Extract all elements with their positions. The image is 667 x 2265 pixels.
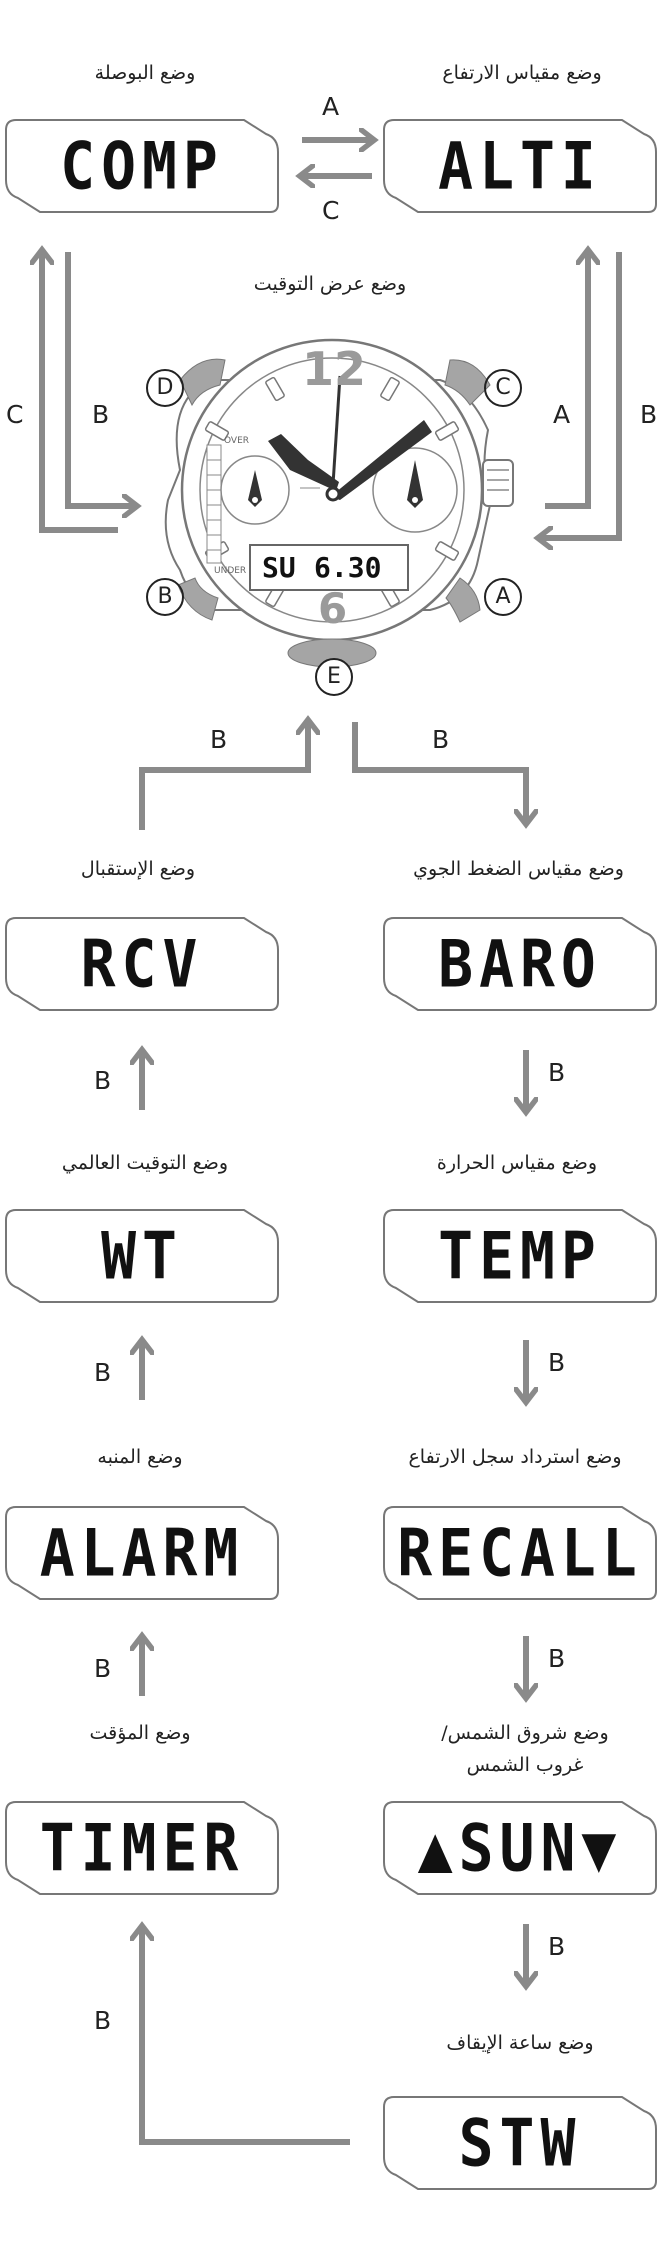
watch-button-b-shape	[177, 577, 219, 621]
stw-lcd-text: STW	[458, 2104, 582, 2182]
key-b-timer-alarm: B	[94, 1654, 112, 1683]
stw-lcd: STW	[382, 2095, 658, 2191]
timekeeping-mode-label: وضع عرض التوقيت	[253, 273, 407, 295]
comp-to-watch-arrow	[65, 252, 135, 506]
watch-lcd-window	[249, 544, 409, 591]
key-b-temp-recall: B	[548, 1348, 566, 1377]
watch-lcd-date: 6.30	[314, 551, 382, 584]
watch-button-d-label: D	[146, 369, 184, 407]
rcv-to-watch-arrow	[139, 722, 308, 830]
watch-button-c-label: C	[484, 369, 522, 407]
watch-button-c-shape	[444, 359, 491, 406]
recall-lcd: RECALL	[382, 1505, 658, 1601]
key-b-baro-branch: B	[432, 725, 450, 754]
comp-lcd: COMP	[4, 118, 280, 214]
wt-mode-label: وضع التوقيت العالمي	[61, 1152, 229, 1174]
baro-mode-label: وضع مقياس الضغط الجوي	[413, 858, 624, 880]
sun-mode-label-line1: وضع شروق الشمس/	[441, 1722, 609, 1744]
alti-lcd-text: ALTI	[438, 127, 602, 205]
watch-minute-hand	[330, 420, 432, 500]
alti-mode-label: وضع مقياس الارتفاع	[442, 62, 602, 84]
key-b-alarm-wt: B	[94, 1358, 112, 1387]
watch-lcd-day: SU	[262, 551, 296, 584]
recall-mode-label: وضع استرداد سجل الارتفاع	[408, 1446, 622, 1468]
alarm-lcd-text: ALARM	[39, 1514, 245, 1592]
key-b-rcv-branch: B	[210, 725, 228, 754]
temp-lcd: TEMP	[382, 1208, 658, 1304]
stw-to-timer-arrow	[142, 1928, 350, 2145]
wt-lcd-text: WT	[101, 1217, 183, 1295]
recall-lcd-text: RECALL	[397, 1514, 643, 1592]
timer-mode-label: وضع المؤقت	[89, 1722, 191, 1744]
wt-lcd: WT	[4, 1208, 280, 1304]
watch-illustration	[164, 338, 514, 668]
watch-button-e-label: E	[315, 658, 353, 696]
watch-to-alti-arrow	[545, 252, 588, 509]
stw-mode-label: وضع ساعة الإيقاف	[446, 2032, 594, 2054]
watch-crown-shape	[482, 459, 514, 507]
watch-to-baro-arrow	[352, 722, 526, 822]
key-b-recall-sun: B	[548, 1644, 566, 1673]
key-c-top: C	[322, 196, 340, 225]
key-b-stw-timer: B	[94, 2006, 112, 2035]
rcv-lcd: RCV	[4, 916, 280, 1012]
temp-lcd-text: TEMP	[438, 1217, 602, 1295]
comp-lcd-text: COMP	[60, 127, 224, 205]
watch-button-a-shape	[445, 577, 481, 623]
comp-mode-label: وضع البوصلة	[94, 62, 196, 84]
key-c-left: C	[6, 400, 24, 429]
watch-under-label: UNDER	[214, 566, 247, 576]
alti-lcd: ALTI	[382, 118, 658, 214]
watch-numeral-12: 12	[302, 342, 367, 396]
temp-mode-label: وضع مقياس الحرارة	[436, 1152, 598, 1174]
timer-lcd: TIMER	[4, 1800, 280, 1896]
watch-button-d-shape	[179, 358, 226, 407]
watch-to-comp-arrow	[42, 252, 118, 533]
key-b-right: B	[640, 400, 658, 429]
key-b-left: B	[92, 400, 110, 429]
timer-lcd-text: TIMER	[39, 1809, 245, 1887]
key-b-sun-stw: B	[548, 1932, 566, 1961]
watch-button-a-label: A	[484, 578, 522, 616]
baro-lcd-text: BARO	[438, 925, 602, 1003]
watch-second-hand	[330, 375, 342, 501]
alarm-mode-label: وضع المنبه	[97, 1446, 183, 1468]
alti-to-watch-arrow	[540, 252, 622, 538]
watch-numeral-6: 6	[318, 584, 348, 633]
key-b-baro-temp: B	[548, 1058, 566, 1087]
sun-mode-label-line2: غروب الشمس	[466, 1754, 584, 1776]
watch-button-b-label: B	[146, 578, 184, 616]
key-a-top: A	[322, 92, 340, 121]
rcv-lcd-text: RCV	[80, 925, 204, 1003]
watch-hour-hand	[268, 434, 339, 491]
alarm-lcd: ALARM	[4, 1505, 280, 1601]
watch-over-label: OVER	[224, 436, 250, 446]
sun-lcd-text: ▲SUN▼	[417, 1809, 623, 1887]
sun-lcd: ▲SUN▼	[382, 1800, 658, 1896]
key-a-right: A	[553, 400, 571, 429]
rcv-mode-label: وضع الإستقبال	[80, 858, 196, 880]
baro-lcd: BARO	[382, 916, 658, 1012]
key-b-wt-rcv: B	[94, 1066, 112, 1095]
